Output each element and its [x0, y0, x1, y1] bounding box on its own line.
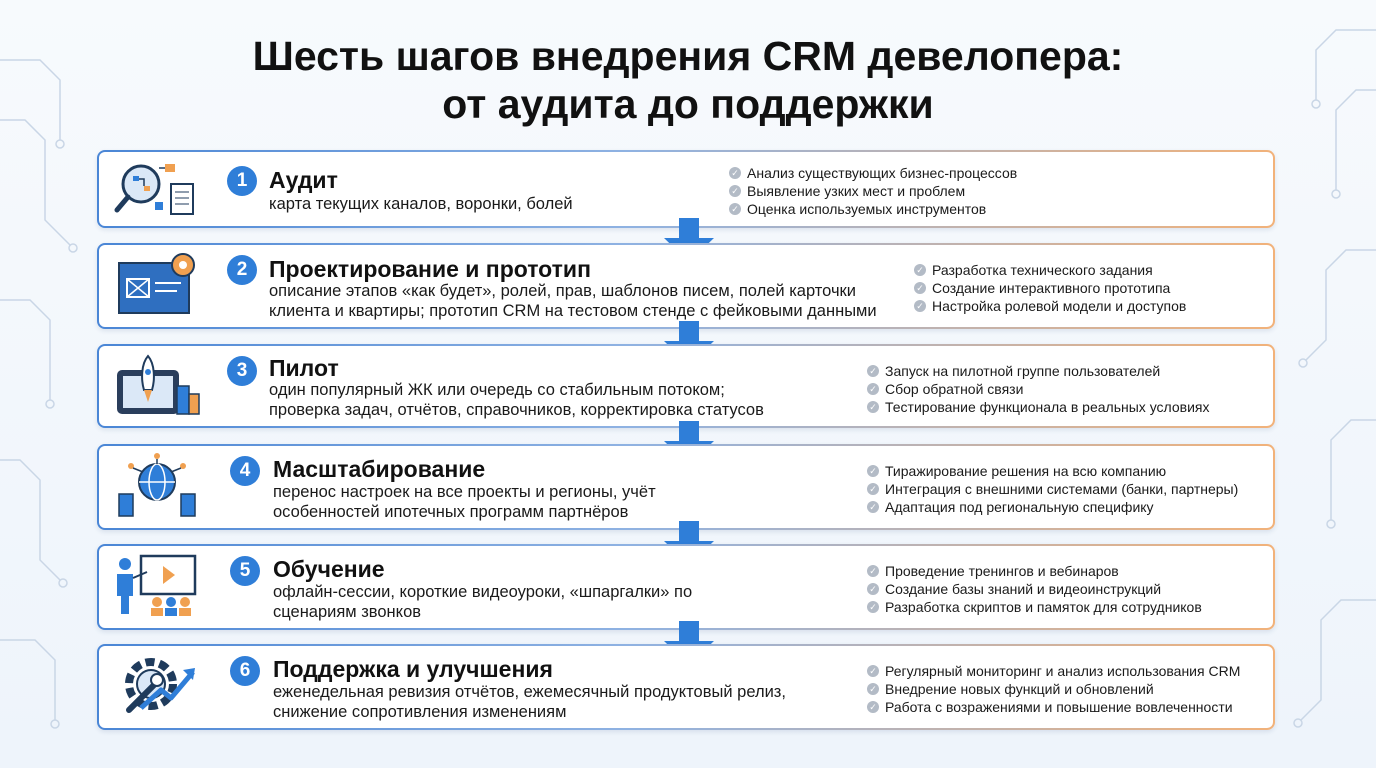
step-desc-4: перенос настроек на все проекты и регион…	[273, 482, 656, 522]
step-desc-5: офлайн-сессии, короткие видеоуроки, «шпа…	[273, 582, 692, 622]
step-desc-line: клиента и квартиры; прототип CRM на тест…	[269, 302, 877, 320]
step-title-6: Поддержка и улучшения	[273, 656, 553, 682]
step-desc-line: проверка задач, отчётов, справочников, к…	[269, 401, 764, 419]
step-desc-3: один популярный ЖК или очередь со стабил…	[269, 380, 764, 420]
step-bullets-1: Анализ существующих бизнес-процессов Выя…	[729, 164, 1017, 218]
step-bullets-5: Проведение тренингов и вебинаров Создани…	[867, 562, 1202, 616]
step-desc-1: карта текущих каналов, воронки, болей	[269, 194, 573, 214]
arrow-down-icon	[664, 218, 714, 262]
step-desc-2: описание этапов «как будет», ролей, прав…	[269, 281, 877, 321]
step-card-6: 6 Поддержка и улучшения еженедельная рев…	[97, 644, 1275, 730]
arrow-down-icon	[664, 321, 714, 365]
step-card-1: 1 Аудит карта текущих каналов, воронки, …	[97, 150, 1275, 228]
circuit-pattern-left	[0, 59, 78, 729]
step-title-4: Масштабирование	[273, 456, 486, 482]
step-number-3: 3	[227, 356, 257, 386]
step-desc-line: снижение сопротивления изменениям	[273, 703, 567, 721]
bullet-item: Адаптация под региональную специфику	[867, 498, 1238, 516]
arrow-down-icon	[664, 521, 714, 565]
bullet-item: Работа с возражениями и повышение вовлеч…	[867, 698, 1240, 716]
step-bullets-6: Регулярный мониторинг и анализ использов…	[867, 662, 1240, 716]
title-line-1: Шесть шагов внедрения CRM девелопера:	[252, 33, 1124, 79]
bullet-item: Внедрение новых функций и обновлений	[867, 680, 1240, 698]
circuit-pattern-right	[1293, 29, 1376, 728]
bullet-item: Запуск на пилотной группе пользователей	[867, 362, 1209, 380]
presentation-training-icon	[117, 554, 197, 616]
step-desc-line: один популярный ЖК или очередь со стабил…	[269, 381, 725, 399]
bullet-item: Анализ существующих бизнес-процессов	[729, 164, 1017, 182]
step-desc-line: офлайн-сессии, короткие видеоуроки, «шпа…	[273, 583, 693, 601]
bullet-item: Тиражирование решения на всю компанию	[867, 462, 1238, 480]
step-bullets-3: Запуск на пилотной группе пользователей …	[867, 362, 1209, 416]
step-number-6: 6	[230, 656, 260, 686]
step-desc-line: еженедельная ревизия отчётов, ежемесячны…	[273, 683, 786, 701]
step-bullets-2: Разработка технического задания Создание…	[914, 261, 1186, 315]
globe-network-icon	[118, 453, 196, 517]
arrow-down-icon	[664, 421, 714, 465]
bullet-item: Создание базы знаний и видеоинструкций	[867, 580, 1202, 598]
step-bullets-4: Тиражирование решения на всю компанию Ин…	[867, 462, 1238, 516]
step-number-2: 2	[227, 255, 257, 285]
bullet-item: Регулярный мониторинг и анализ использов…	[867, 662, 1240, 680]
step-title-2: Проектирование и прототип	[269, 256, 591, 282]
step-title-5: Обучение	[273, 556, 385, 582]
audit-magnifier-flowchart-icon	[114, 164, 194, 215]
bullet-item: Интеграция с внешними системами (банки, …	[867, 480, 1238, 498]
step-desc-line: сценариям звонков	[273, 603, 422, 621]
step-desc-6: еженедельная ревизия отчётов, ежемесячны…	[273, 682, 786, 722]
bullet-item: Создание интерактивного прототипа	[914, 279, 1186, 297]
bullet-item: Выявление узких мест и проблем	[729, 182, 1017, 200]
bullet-item: Проведение тренингов и вебинаров	[867, 562, 1202, 580]
step-number-5: 5	[230, 556, 260, 586]
bullet-item: Тестирование функционала в реальных усло…	[867, 398, 1209, 416]
step-desc-line: перенос настроек на все проекты и регион…	[273, 483, 656, 501]
bullet-item: Разработка скриптов и памяток для сотруд…	[867, 598, 1202, 616]
step-desc-line: особенностей ипотечных программ партнёро…	[273, 503, 629, 521]
step-title-3: Пилот	[269, 355, 339, 381]
step-card-4: 4 Масштабирование перенос настроек на вс…	[97, 444, 1275, 530]
bullet-item: Разработка технического задания	[914, 261, 1186, 279]
bullet-item: Настройка ролевой модели и доступов	[914, 297, 1186, 315]
step-card-3: 3 Пилот один популярный ЖК или очередь с…	[97, 344, 1275, 428]
step-number-4: 4	[230, 456, 260, 486]
step-desc-line: описание этапов «как будет», ролей, прав…	[269, 282, 856, 300]
page-title: Шесть шагов внедрения CRM девелопера: от…	[0, 32, 1376, 128]
step-desc-line: карта текущих каналов, воронки, болей	[269, 195, 573, 213]
rocket-tablet-icon	[117, 354, 200, 415]
arrow-down-icon	[664, 621, 714, 665]
step-card-2: 2 Проектирование и прототип описание эта…	[97, 243, 1275, 329]
blueprint-gear-icon	[118, 253, 195, 314]
title-line-2: от аудита до поддержки	[442, 81, 934, 127]
gear-wrench-growth-icon	[125, 658, 195, 713]
bullet-item: Оценка используемых инструментов	[729, 200, 1017, 218]
step-card-5: 5 Обучение офлайн-сессии, короткие видео…	[97, 544, 1275, 630]
step-number-1: 1	[227, 166, 257, 196]
bullet-item: Сбор обратной связи	[867, 380, 1209, 398]
step-title-1: Аудит	[269, 167, 338, 193]
